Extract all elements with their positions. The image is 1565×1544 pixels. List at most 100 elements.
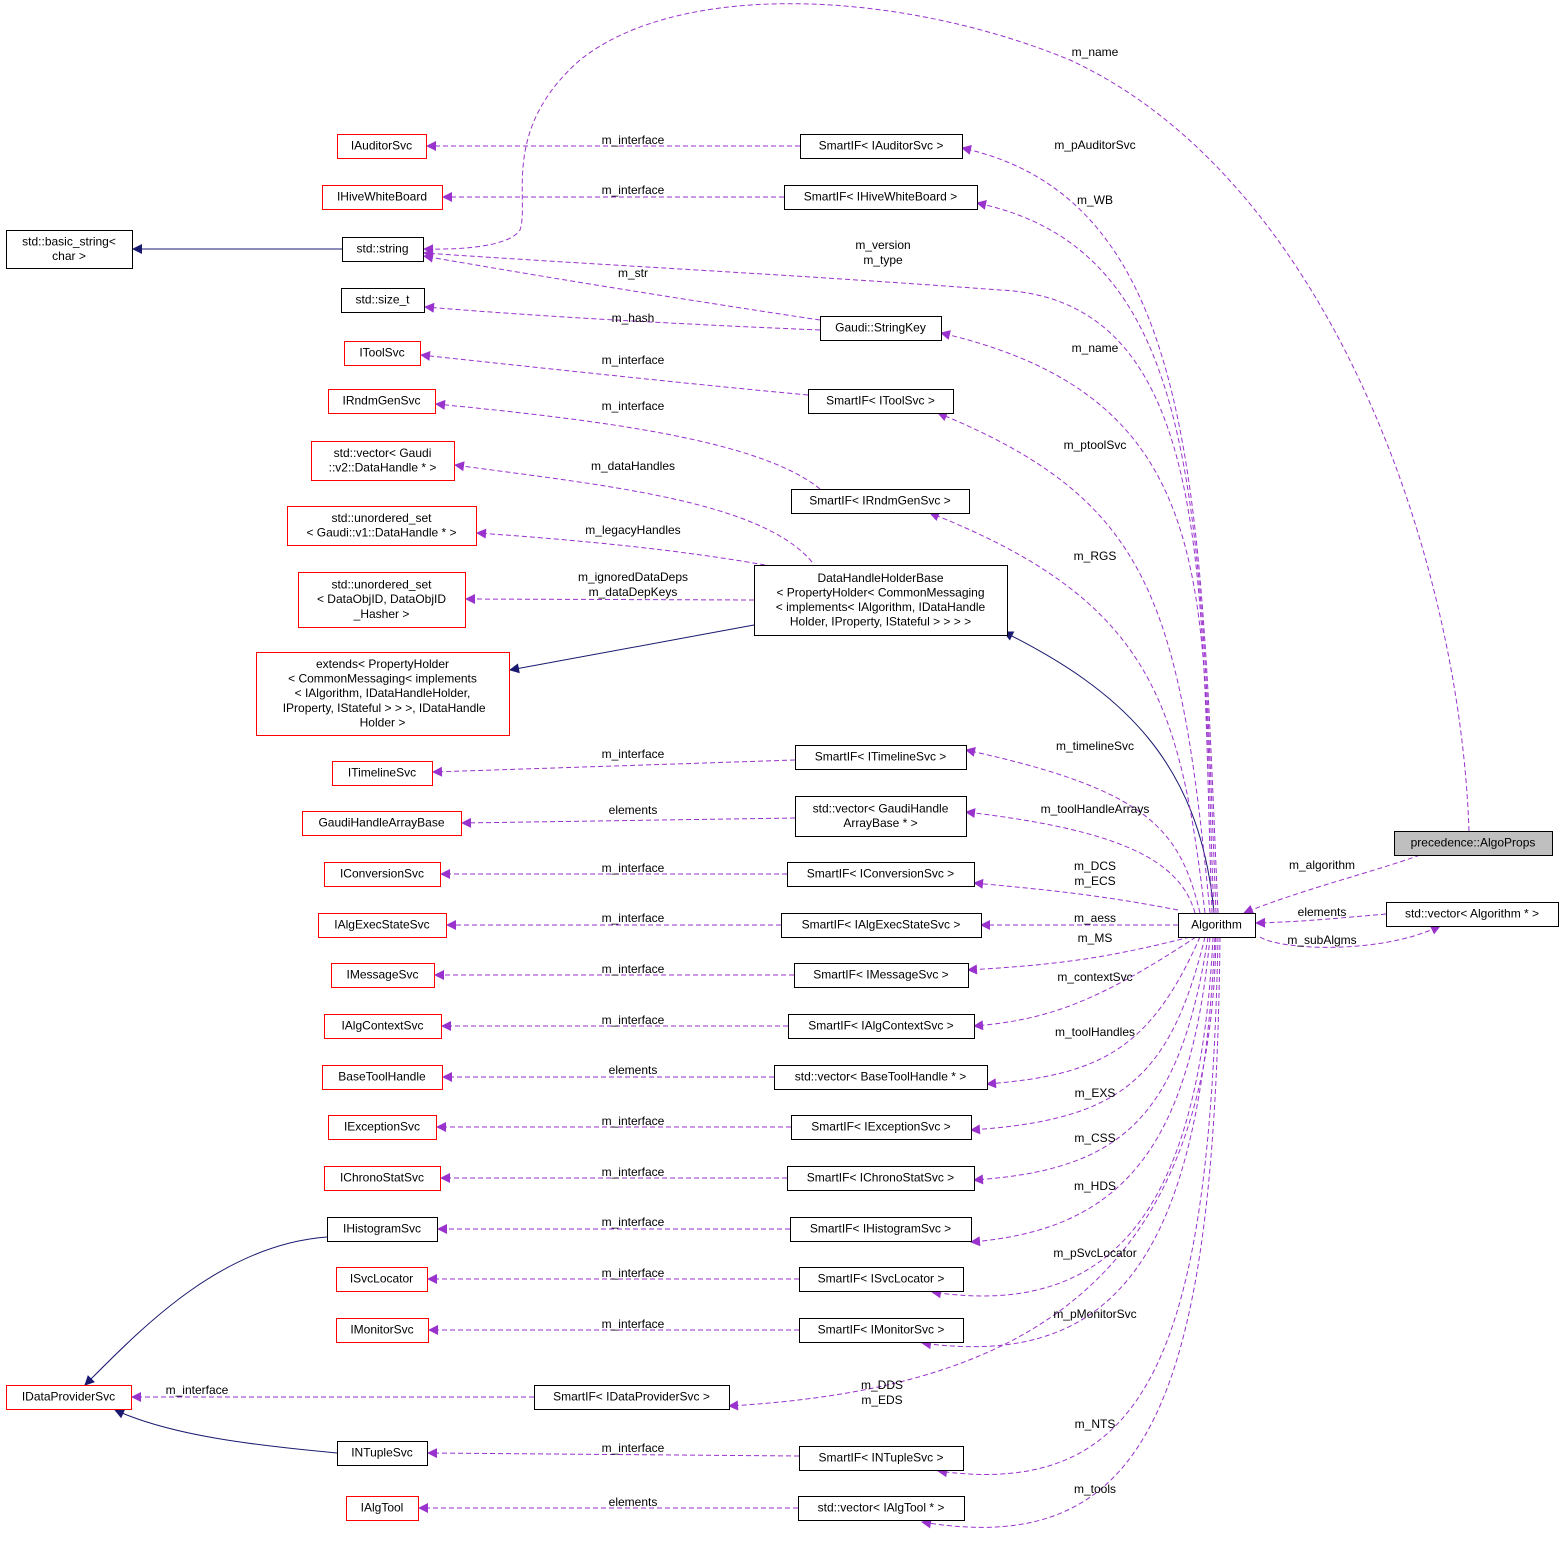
node-ialgtool[interactable]: IAlgTool — [346, 1496, 419, 1521]
node-sif-exception[interactable]: SmartIF< IExceptionSvc > — [791, 1115, 972, 1140]
edge-label-m-interface-dataprovider: m_interface — [166, 1383, 229, 1397]
node-sif-conversion[interactable]: SmartIF< IConversionSvc > — [787, 862, 975, 887]
edge-label-m-hash: m_hash — [612, 311, 655, 325]
node-sif-dataprovider[interactable]: SmartIF< IDataProviderSvc > — [534, 1385, 730, 1410]
node-sif-histogram[interactable]: SmartIF< IHistogramSvc > — [790, 1217, 972, 1242]
node-iexceptionsvc[interactable]: IExceptionSvc — [328, 1115, 437, 1140]
node-label: std::vector< IAlgTool * > — [818, 1501, 945, 1515]
node-box — [256, 652, 510, 736]
node-basic-string[interactable]: std::basic_string<char > — [6, 230, 133, 269]
node-sif-algcontext[interactable]: SmartIF< IAlgContextSvc > — [788, 1014, 975, 1039]
node-box — [784, 185, 978, 210]
edge-label-m-subalgms: m_subAlgms — [1287, 933, 1356, 947]
edge-label-elements-gaudihandle: elements — [609, 803, 658, 817]
node-sif-chrono[interactable]: SmartIF< IChronoStatSvc > — [787, 1166, 975, 1191]
node-ihistogramsvc[interactable]: IHistogramSvc — [327, 1217, 438, 1242]
usage-edge — [976, 199, 1217, 914]
edges-layer — [84, 3, 1470, 1529]
node-sif-message[interactable]: SmartIF< IMessageSvc > — [794, 963, 969, 988]
usage-edge — [931, 936, 1214, 1299]
node-size-t[interactable]: std::size_t — [341, 288, 425, 313]
node-sif-auditor[interactable]: SmartIF< IAuditorSvc > — [800, 134, 963, 159]
node-label: std::size_t — [355, 293, 410, 307]
node-sif-timeline[interactable]: SmartIF< ITimelineSvc > — [795, 745, 967, 770]
node-label: SmartIF< IChronoStatSvc > — [807, 1171, 954, 1185]
usage-edge — [929, 511, 1206, 914]
node-label: SmartIF< IAlgContextSvc > — [808, 1019, 953, 1033]
node-label: SmartIF< IHiveWhiteBoard > — [804, 190, 957, 204]
node-stringkey[interactable]: Gaudi::StringKey — [820, 316, 942, 341]
node-algorithm[interactable]: Algorithm — [1178, 913, 1256, 938]
node-label: SmartIF< IExceptionSvc > — [811, 1120, 950, 1134]
node-sif-svclocator[interactable]: SmartIF< ISvcLocator > — [799, 1267, 964, 1292]
node-sif-hivewb[interactable]: SmartIF< IHiveWhiteBoard > — [784, 185, 978, 210]
node-box — [795, 796, 967, 837]
node-intuplesvc[interactable]: INTupleSvc — [337, 1441, 428, 1466]
node-sif-toolsvc[interactable]: SmartIF< IToolSvc > — [808, 389, 954, 414]
node-sif-monitor[interactable]: SmartIF< IMonitorSvc > — [799, 1318, 964, 1343]
node-ialgcontextsvc[interactable]: IAlgContextSvc — [324, 1014, 442, 1039]
node-gaudihandlearraybase[interactable]: GaudiHandleArrayBase — [302, 811, 462, 836]
node-algoprops[interactable]: precedence::AlgoProps — [1394, 831, 1553, 856]
node-extends[interactable]: extends< PropertyHolder< CommonMessaging… — [256, 652, 510, 736]
usage-edge — [973, 936, 1209, 1185]
node-box — [346, 1496, 419, 1521]
node-imonitorsvc[interactable]: IMonitorSvc — [336, 1318, 429, 1343]
edge-label-m-interface-ntuple: m_interface — [602, 1441, 665, 1455]
node-box — [791, 489, 970, 514]
node-box — [336, 1267, 428, 1292]
node-uset-v1dh[interactable]: std::unordered_set< Gaudi::v1::DataHandl… — [287, 506, 477, 546]
node-vec-v2dh[interactable]: std::vector< Gaudi::v2::DataHandle * > — [311, 441, 455, 481]
edge-label-m-contextsvc: m_contextSvc — [1057, 970, 1132, 984]
node-basetoolhandle[interactable]: BaseToolHandle — [322, 1065, 443, 1090]
node-ichronostatsvc[interactable]: IChronoStatSvc — [324, 1166, 441, 1191]
node-iconversionsvc[interactable]: IConversionSvc — [324, 862, 441, 887]
node-box — [1394, 831, 1553, 856]
node-box — [342, 237, 424, 262]
usage-edge — [424, 302, 821, 331]
node-sif-rndm[interactable]: SmartIF< IRndmGenSvc > — [791, 489, 970, 514]
node-vec-algtool[interactable]: std::vector< IAlgTool * > — [798, 1496, 965, 1521]
edge-label-m-interface-histogram: m_interface — [602, 1215, 665, 1229]
edge-label-m-interface-rndm: m_interface — [602, 399, 665, 413]
node-ialgexecstatesvc[interactable]: IAlgExecStateSvc — [318, 913, 447, 938]
usage-edge — [937, 936, 1219, 1478]
node-label: SmartIF< IToolSvc > — [826, 394, 935, 408]
node-box — [790, 1217, 972, 1242]
node-itoolsvc[interactable]: IToolSvc — [344, 341, 421, 366]
node-imessagesvc[interactable]: IMessageSvc — [331, 963, 435, 988]
edge-label-m-interface-timeline: m_interface — [602, 747, 665, 761]
node-box — [324, 1014, 442, 1039]
node-vec-basetoolhandle[interactable]: std::vector< BaseToolHandle * > — [774, 1065, 988, 1090]
node-ihivewhiteboard[interactable]: IHiveWhiteBoard — [322, 185, 443, 210]
edge-label-m-legacyhandles: m_legacyHandles — [585, 523, 680, 537]
node-string[interactable]: std::string — [342, 237, 424, 262]
edge-label-m-exs: m_EXS — [1075, 1086, 1116, 1100]
node-box — [6, 230, 133, 269]
node-box — [344, 341, 421, 366]
edge-label-m-ms: m_MS — [1078, 931, 1113, 945]
node-box — [337, 1441, 428, 1466]
usage-edge — [921, 936, 1216, 1350]
node-irndmgensvc[interactable]: IRndmGenSvc — [328, 389, 436, 414]
usage-edge — [432, 759, 796, 777]
node-label: Gaudi::StringKey — [835, 321, 926, 335]
node-box — [328, 389, 436, 414]
node-uset-dataobjid[interactable]: std::unordered_set< DataObjID, DataObjID… — [298, 572, 466, 628]
node-iauditorsvc[interactable]: IAuditorSvc — [337, 134, 427, 159]
node-dhholderbase[interactable]: DataHandleHolderBase< PropertyHolder< Co… — [754, 565, 1008, 636]
node-box — [820, 316, 942, 341]
node-vec-algorithm[interactable]: std::vector< Algorithm * > — [1386, 902, 1559, 927]
node-isvclocator[interactable]: ISvcLocator — [336, 1267, 428, 1292]
node-box — [795, 745, 967, 770]
node-sif-ntuple[interactable]: SmartIF< INTupleSvc > — [799, 1446, 964, 1471]
node-sif-algexec[interactable]: SmartIF< IAlgExecStateSvc > — [781, 913, 982, 938]
node-box — [332, 761, 433, 786]
node-idataprovidersvc[interactable]: IDataProviderSvc — [6, 1385, 132, 1410]
node-itimelinesvc[interactable]: ITimelineSvc — [332, 761, 433, 786]
node-box — [799, 1267, 964, 1292]
node-label: SmartIF< IMonitorSvc > — [818, 1323, 945, 1337]
